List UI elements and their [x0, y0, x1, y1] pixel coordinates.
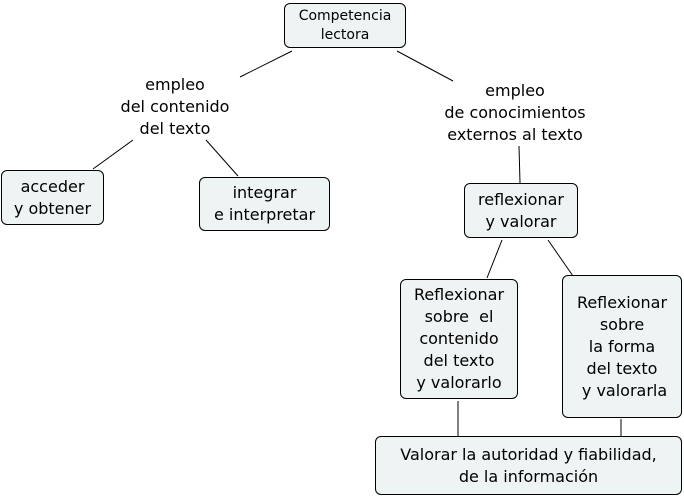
text-line: acceder: [20, 176, 85, 196]
text-line: y valorarlo: [416, 373, 502, 392]
text-line: y obtener: [13, 198, 92, 218]
text-line: e interpretar: [213, 205, 316, 224]
text-line: del texto: [586, 358, 658, 378]
link-label-empleo-conocimientos: empleo de conocimientos externos al texto: [425, 80, 605, 146]
text-line: del texto: [139, 119, 211, 138]
text-line: Reflexionar: [576, 292, 668, 312]
text-line: y valorarla: [576, 380, 668, 400]
text-line: del contenido: [120, 97, 230, 116]
text-line: empleo: [145, 75, 205, 94]
text-line: y valorar: [485, 211, 557, 231]
node-integrar-interpretar[interactable]: integrar e interpretar: [199, 177, 330, 231]
text-line: de la información: [458, 466, 599, 486]
text-line: contenido: [419, 329, 499, 348]
node-competencia-lectora[interactable]: Competencia lectora: [284, 3, 406, 48]
text-line: de conocimientos: [444, 103, 586, 122]
connector-left-acceder: [92, 139, 134, 170]
node-valorar-autoridad[interactable]: Valorar la autoridad y fiabilidad,de la …: [375, 436, 682, 495]
text-line: Reflexionar: [413, 285, 505, 304]
text-line: la forma: [588, 336, 656, 356]
link-label-empleo-contenido: empleo del contenido del texto: [100, 74, 250, 140]
text-line: reflexionar: [478, 189, 564, 209]
text-line: Valorar la autoridad y fiabilidad,: [400, 444, 657, 464]
text-line: Competencia: [298, 7, 392, 24]
connector-left-integrar: [205, 139, 239, 177]
connector-root-right: [396, 50, 454, 82]
connector-right-reflexionar: [518, 145, 521, 184]
connector-reflexionar-contenido: [486, 239, 503, 279]
node-reflexionar-contenido[interactable]: Reflexionar sobre el contenido del texto y v…: [400, 279, 518, 399]
text-line: integrar: [232, 183, 297, 202]
connector-root-left: [239, 50, 293, 78]
text-line: empleo: [485, 81, 545, 100]
text-line: sobre: [599, 314, 645, 334]
text-line: del texto: [423, 351, 495, 370]
text-line: sobre el: [424, 307, 494, 326]
connector-reflexionar-forma: [547, 239, 574, 277]
text-line: lectora: [320, 26, 370, 43]
text-line: externos al texto: [447, 125, 583, 144]
